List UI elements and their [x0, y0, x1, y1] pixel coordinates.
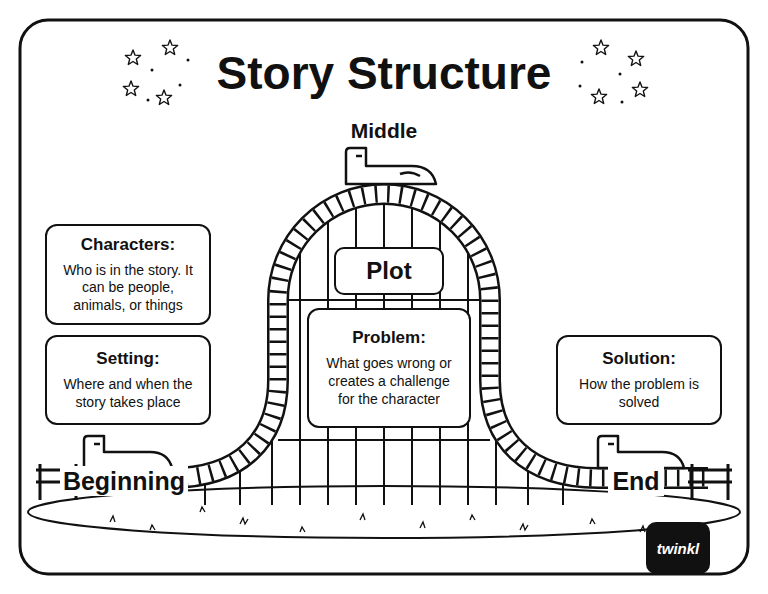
dot — [179, 84, 182, 87]
box-body: What goes wrong or creates a challenge f… — [321, 355, 457, 409]
text-box: Setting: Where and when the story takes p… — [45, 335, 211, 425]
text-box: Problem: What goes wrong or creates a cha… — [307, 308, 471, 428]
box-body: Where and when the story takes place — [59, 376, 197, 412]
box-heading: Solution: — [602, 348, 676, 370]
section-label: Middle — [334, 116, 434, 144]
dot — [187, 59, 190, 62]
dot — [621, 101, 624, 104]
dot — [581, 61, 584, 64]
box-heading: Setting: — [96, 348, 159, 370]
box-heading: Plot — [366, 256, 411, 287]
fence — [36, 464, 732, 500]
star — [125, 50, 140, 64]
box-body: Who is in the story. It can be people, a… — [59, 262, 197, 316]
star — [593, 40, 608, 54]
title-text: Story Structure — [0, 50, 768, 96]
page-frame — [20, 20, 748, 574]
text-box: Plot — [334, 247, 444, 295]
dot — [579, 85, 582, 88]
dot — [147, 99, 150, 102]
box-heading: Characters: — [81, 234, 176, 256]
dot — [619, 73, 622, 76]
star — [162, 40, 177, 54]
coaster-cart — [346, 148, 436, 184]
star — [123, 81, 138, 95]
text-box: Characters: Who is in the story. It can b… — [45, 224, 211, 325]
coaster-cart — [84, 436, 172, 468]
logo-watermark: twinkl — [646, 522, 710, 574]
star — [156, 90, 171, 104]
section-label: End — [608, 466, 664, 496]
section-label: Beginning — [60, 466, 188, 496]
dot — [151, 69, 154, 72]
coaster-cart — [598, 436, 684, 468]
star — [591, 89, 606, 103]
grass-tufts — [110, 507, 645, 532]
star — [628, 51, 643, 65]
support-posts — [205, 204, 563, 505]
box-heading: Problem: — [352, 327, 426, 349]
star — [632, 82, 647, 96]
text-box: Solution: How the problem is solved — [556, 335, 722, 425]
box-body: How the problem is solved — [570, 376, 708, 412]
